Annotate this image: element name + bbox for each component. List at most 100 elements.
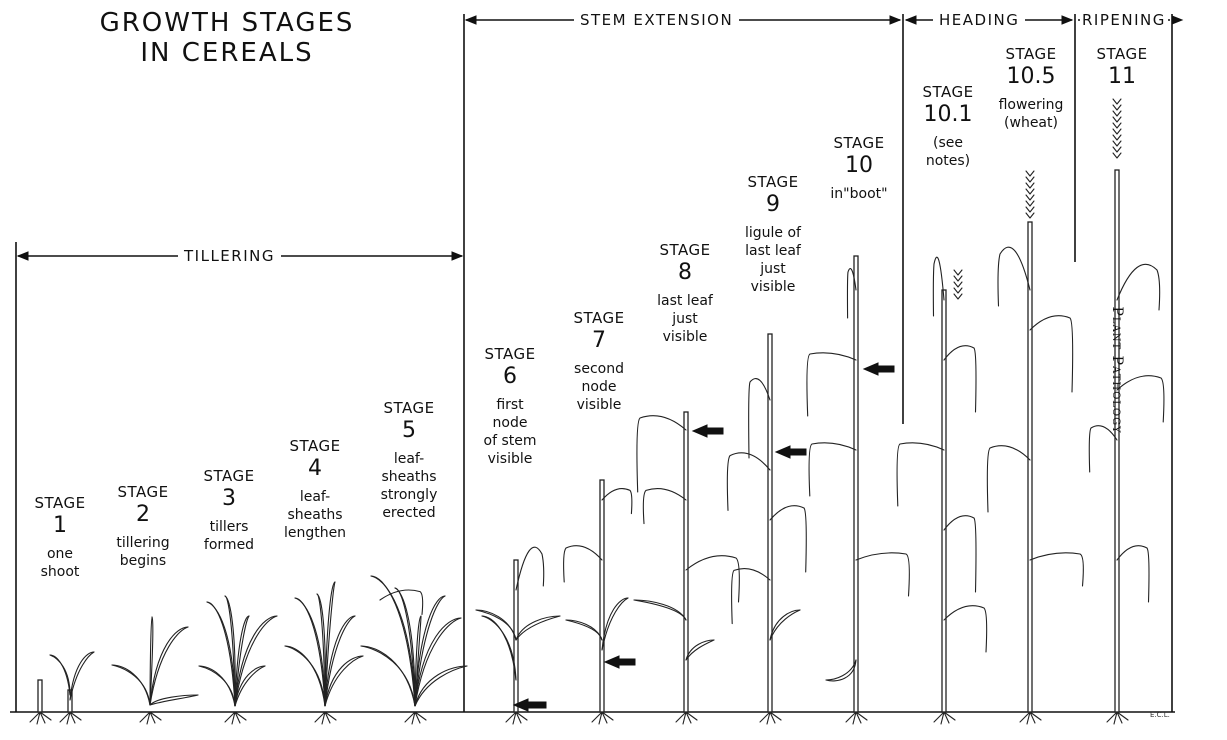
stage-9-plant-leaf [749,379,770,458]
stage-11-plant-leaf [1117,546,1149,602]
stage-10-1-plant-leaf [897,443,944,506]
stage-10-5-plant-leaf [998,247,1030,306]
stage-10-5-plant-ear [1026,213,1034,218]
stage-9-label: STAGE [728,172,818,192]
stage-6-plant-leaf [516,616,560,640]
stage-9-plant-roots [760,712,781,724]
stage-5-plant-leaf [415,596,445,706]
stage-8-plant-leaf [643,489,686,524]
stage-10-5-description: flowering (wheat) [988,96,1074,132]
stage-5-plant-leaf [395,588,415,706]
stage-4-caption: STAGE 4 leaf- sheaths lengthen [272,436,358,542]
stage-11-plant-ear [1113,105,1121,110]
stage-6-label: STAGE [467,344,553,364]
stage-10-plant-leaf [826,660,856,680]
stage-10-5-plant-ear [1026,201,1034,206]
stage-6-caption: STAGE 6 first node of stem visible [467,344,553,468]
stage-10-plant-roots [846,712,867,724]
stage-4-plant-leaf [285,646,325,706]
stage-4-plant-leaf [285,646,325,706]
stage-10-5-plant-leaf [1030,553,1083,586]
stage-10-1-plant-ear [954,282,962,287]
stage-8-description: last leaf just visible [642,292,728,346]
stage-10-5-plant-stem [1028,222,1032,712]
stage-10-5-plant-ear [1026,171,1034,176]
stage-8-plant-stem [684,412,688,712]
stage-8-plant-leaf [686,640,714,660]
stage-10-5-plant-ear [1026,177,1034,182]
stage-6-plant-roots [506,712,527,724]
stage-10-plant-leaf [826,660,856,681]
stage-9-plant-leaf [732,569,770,624]
stage-11-plant-ear [1113,141,1121,146]
node-arrow-stage-7 [605,656,635,668]
stage-7-plant-stem [600,480,604,712]
stage-10-1-plant-ear [954,294,962,299]
stage-3-label: STAGE [186,466,272,486]
stage-6-plant-leaf [516,616,560,640]
stage-9-plant-leaf [770,610,800,640]
stage-10-plant-leaf [809,443,856,496]
stage-9-description: ligule of last leaf just visible [728,224,818,296]
stage-6-number: 6 [467,364,553,390]
stage-11-label: STAGE [1082,44,1162,64]
stage-1-plant-leaf [70,652,94,700]
stage-4-description: leaf- sheaths lengthen [272,488,358,542]
stage-10-plant-leaf [807,353,856,416]
stage-4-plant-roots [315,712,336,724]
stage-10-1-plant-stem [942,290,946,712]
stage-3-plant-roots [225,712,246,724]
stage-7-plant-leaf [564,546,602,582]
stage-2-label: STAGE [100,482,186,502]
stage-10-1-plant-roots [934,712,955,724]
stage-10-1-label: STAGE [906,82,990,102]
stage-10-1-plant-ear [954,288,962,293]
stage-1-plant-leaf [70,652,94,700]
stage-1-plant-stem [38,680,42,712]
stage-1-plant-roots [30,712,51,724]
stage-7-caption: STAGE 7 second node visible [556,308,642,414]
diagram-title: GROWTH STAGES IN CEREALS [92,8,362,68]
stage-11-plant-ear [1113,135,1121,140]
stage-7-plant-leaf [566,620,602,640]
stage-3-plant-leaf [199,666,235,706]
stage-10-caption: STAGE 10 in"boot" [814,133,904,203]
stage-5-plant-leaf [380,590,423,614]
stage-8-number: 8 [642,260,728,286]
stage-5-plant-leaf [361,646,415,706]
stage-2-plant-leaf [150,627,188,705]
stage-1-plant-roots [60,712,81,724]
stage-11-plant-ear [1113,111,1121,116]
stage-2-description: tillering begins [100,534,186,570]
stage-2-number: 2 [100,502,186,528]
stage-2-plant-leaf [150,627,188,705]
stage-10-1-plant-ear [954,276,962,281]
stage-1-plant-leaf [50,655,70,695]
stage-5-plant-leaf [415,618,461,706]
stage-10-1-plant-leaf [944,606,987,652]
node-arrow-stage-6 [514,699,546,711]
stage-5-caption: STAGE 5 leaf- sheaths strongly erected [366,398,452,522]
stage-2-plant-leaf [112,665,150,705]
stage-5-plant-leaf [361,646,415,706]
stage-1-label: STAGE [17,493,103,513]
stage-11-number: 11 [1082,64,1162,90]
stage-3-plant-leaf [199,666,235,706]
phase-label-ripening: RIPENING [1080,11,1168,29]
stage-10-1-description: (see notes) [906,134,990,170]
stage-5-plant-leaf [371,576,415,706]
stage-10-5-caption: STAGE 10.5 flowering (wheat) [988,44,1074,132]
stage-4-label: STAGE [272,436,358,456]
stage-5-number: 5 [366,418,452,444]
phase-label-stem-extension: STEM EXTENSION [574,11,739,29]
stage-11-plant-ear [1113,123,1121,128]
stage-11-plant-ear [1113,147,1121,152]
stage-10-description: in"boot" [814,185,904,203]
stage-1-caption: STAGE 1 one shoot [17,493,103,581]
stage-10-5-plant-ear [1026,195,1034,200]
stage-8-label: STAGE [642,240,728,260]
stage-5-description: leaf- sheaths strongly erected [366,450,452,522]
stage-5-label: STAGE [366,398,452,418]
stage-9-plant-leaf [770,506,806,572]
stage-10-5-label: STAGE [988,44,1074,64]
